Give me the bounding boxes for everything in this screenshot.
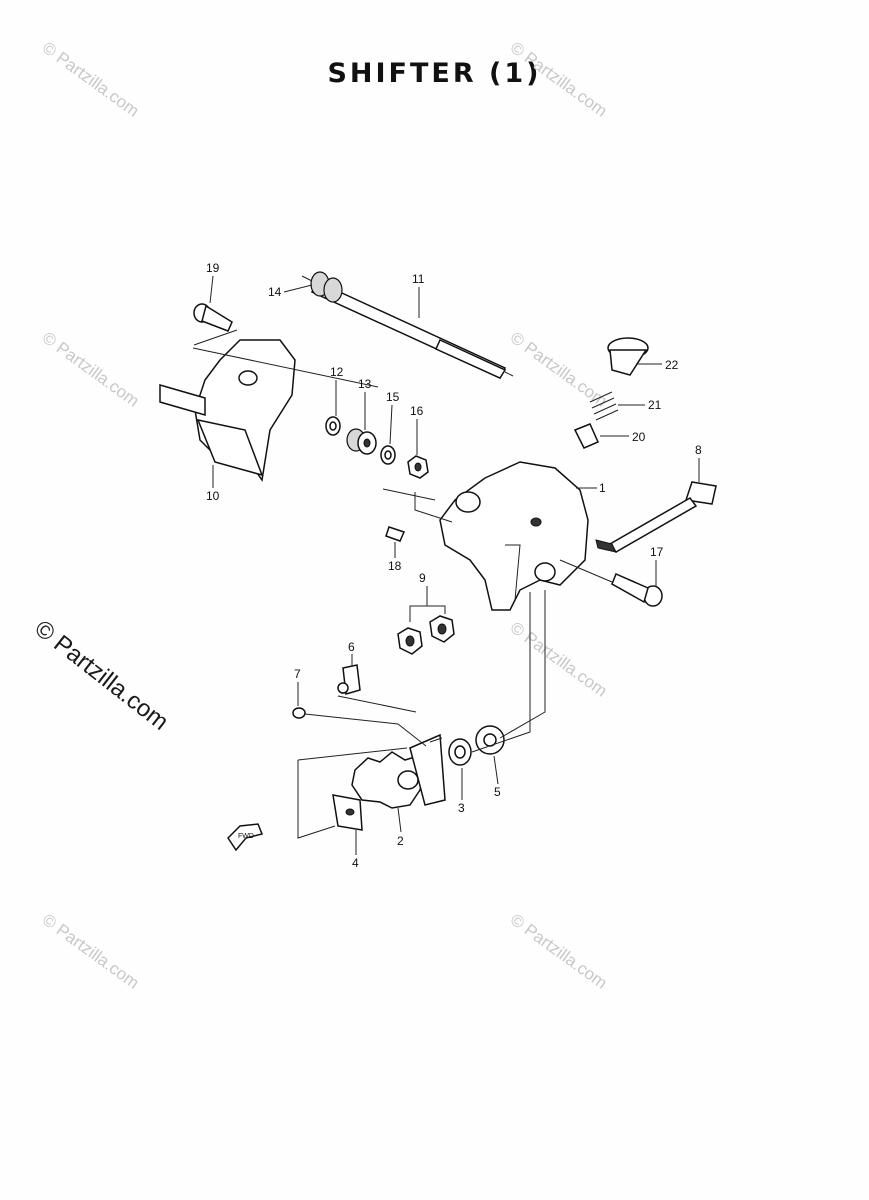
part-8-bolt[interactable] bbox=[595, 481, 717, 553]
callout-19: 19 bbox=[206, 261, 220, 275]
callouts: 1 2 3 4 5 6 7 8 9 10 11 12 13 1 bbox=[206, 261, 702, 870]
callout-13: 13 bbox=[358, 377, 372, 391]
part-9-nuts[interactable] bbox=[397, 605, 455, 655]
callout-21: 21 bbox=[648, 398, 662, 412]
callout-3: 3 bbox=[458, 801, 465, 815]
callout-12: 12 bbox=[330, 365, 344, 379]
callout-14: 14 bbox=[268, 285, 282, 299]
assembly-lines bbox=[192, 329, 613, 839]
callout-16: 16 bbox=[410, 404, 424, 418]
part-21-spring[interactable] bbox=[589, 391, 619, 421]
callout-9: 9 bbox=[419, 571, 426, 585]
fwd-arrow-icon: FWD bbox=[227, 823, 264, 852]
callout-7: 7 bbox=[294, 667, 301, 681]
part-19-bolt[interactable] bbox=[193, 303, 233, 332]
part-20-pin[interactable] bbox=[573, 423, 599, 449]
callout-18: 18 bbox=[388, 559, 402, 573]
part-6-block[interactable] bbox=[337, 664, 361, 695]
part-7-clip[interactable] bbox=[292, 707, 306, 719]
fwd-label: FWD bbox=[238, 833, 254, 840]
callout-8: 8 bbox=[695, 443, 702, 457]
part-12-washer[interactable] bbox=[325, 416, 341, 436]
callout-10: 10 bbox=[206, 489, 220, 503]
part-5-washer[interactable] bbox=[475, 725, 505, 755]
callout-15: 15 bbox=[386, 390, 400, 404]
part-16-nut[interactable] bbox=[407, 455, 429, 479]
callout-4: 4 bbox=[352, 856, 359, 870]
part-18-pin[interactable] bbox=[385, 526, 406, 542]
part-17-screw[interactable] bbox=[611, 573, 663, 607]
part-10-plate[interactable] bbox=[159, 339, 296, 482]
part-3-washer[interactable] bbox=[448, 738, 472, 766]
callout-22: 22 bbox=[665, 358, 679, 372]
callout-17: 17 bbox=[650, 545, 664, 559]
diagram-title: SHIFTER (1) bbox=[327, 58, 542, 89]
part-22-cap[interactable] bbox=[607, 337, 649, 376]
callout-5: 5 bbox=[494, 785, 501, 799]
part-4-plate[interactable] bbox=[332, 794, 363, 831]
part-11-shaft[interactable] bbox=[301, 271, 514, 379]
part-1-bracket[interactable] bbox=[439, 461, 589, 611]
part-15-ring[interactable] bbox=[380, 445, 396, 465]
callout-2: 2 bbox=[397, 834, 404, 848]
callout-20: 20 bbox=[632, 430, 646, 444]
part-13-bushing[interactable] bbox=[346, 428, 377, 455]
part-2-gear-lever[interactable] bbox=[351, 733, 446, 809]
callout-6: 6 bbox=[348, 640, 355, 654]
callout-11: 11 bbox=[412, 272, 425, 286]
callout-1: 1 bbox=[599, 481, 606, 495]
